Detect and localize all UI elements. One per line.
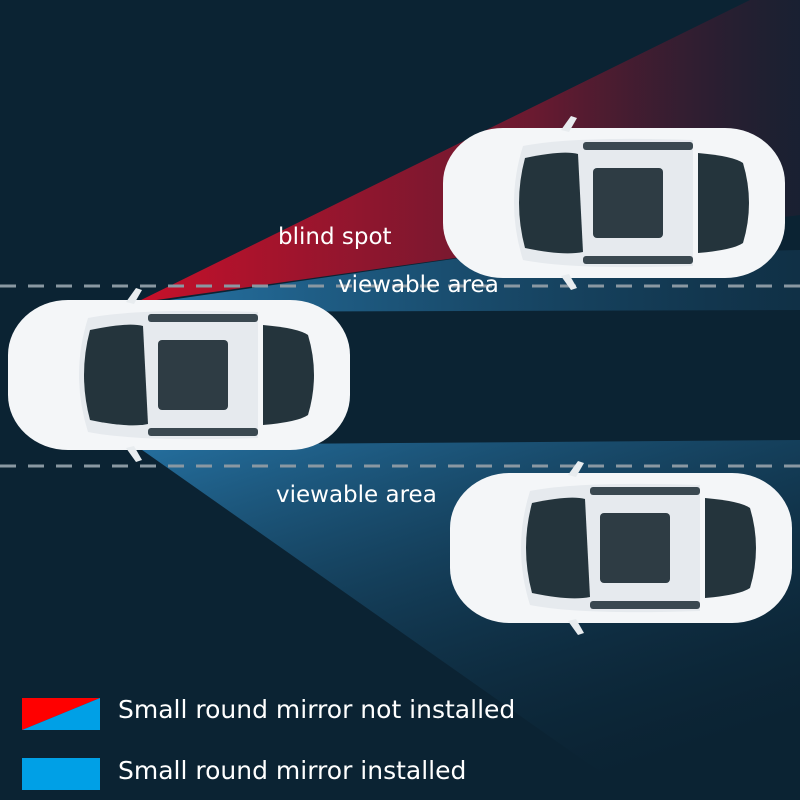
legend-swatch-split-blue — [22, 698, 100, 730]
viewable-area-label-bottom: viewable area — [276, 482, 437, 508]
car-own — [8, 288, 350, 462]
legend-text-not-installed: Small round mirror not installed — [118, 695, 516, 724]
blind-spot-label: blind spot — [278, 224, 392, 250]
car-bottom-right — [450, 461, 792, 635]
legend-swatch-blue — [22, 758, 100, 790]
viewable-area-label-top: viewable area — [338, 272, 499, 298]
legend-text-installed: Small round mirror installed — [118, 756, 467, 785]
car-top-right — [443, 116, 785, 290]
